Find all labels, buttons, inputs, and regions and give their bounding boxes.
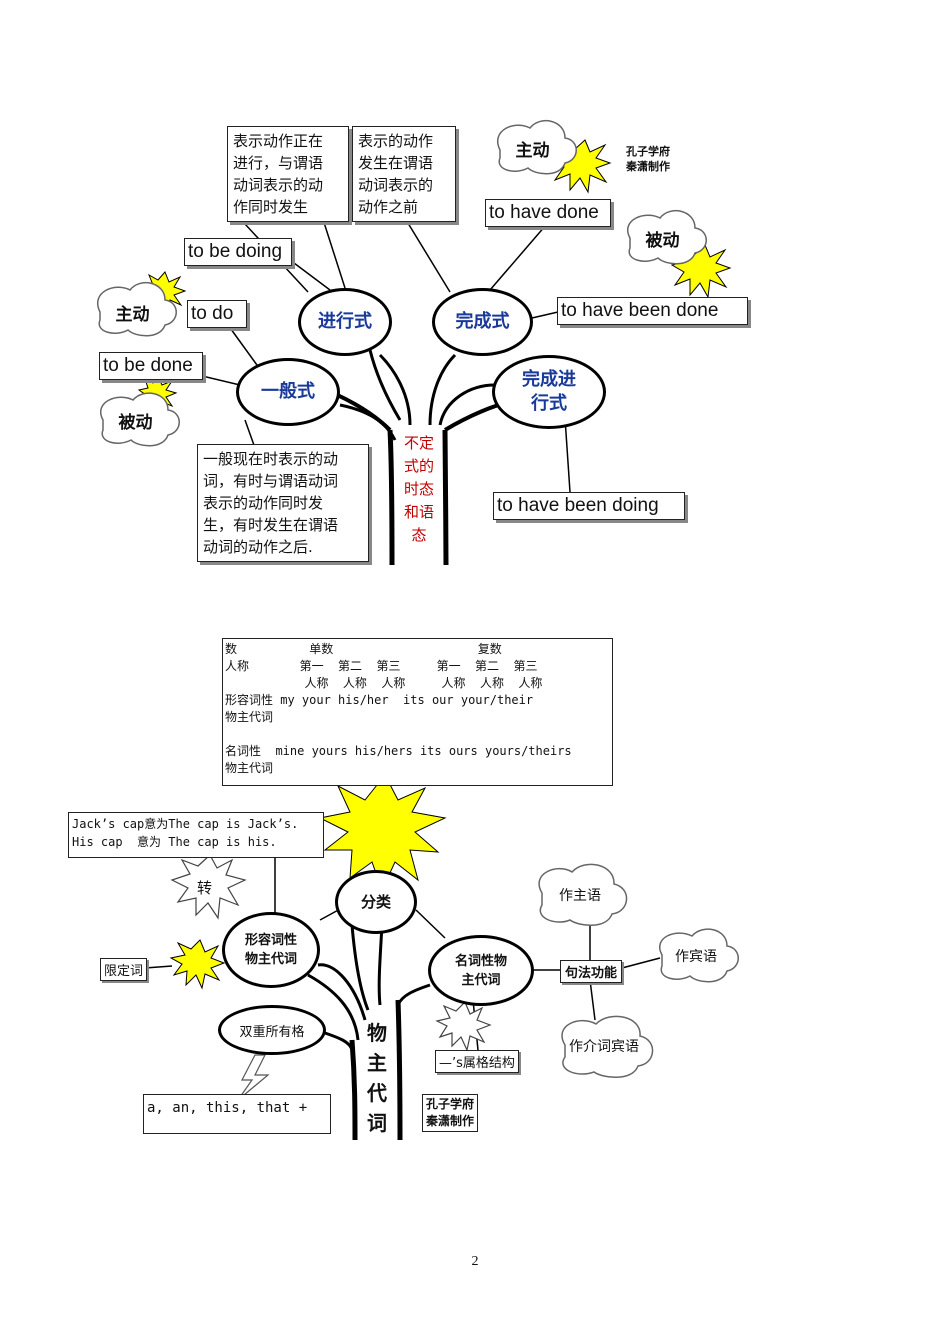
perfect-description: 表示的动作 发生在谓语 动词表示的 动作之前	[352, 126, 456, 222]
cloud	[100, 392, 180, 447]
passive-voice-label: 被动	[645, 231, 680, 251]
syntax-function-label: 句法功能	[560, 960, 623, 983]
form-to-have-been-doing: to have been doing	[493, 492, 685, 520]
category-node: 分类	[335, 870, 417, 934]
cloud	[97, 281, 177, 337]
function-object-label: 作宾语	[675, 949, 717, 965]
s-genitive-label: —’s属格结构	[435, 1050, 519, 1073]
determiner-label: 限定词	[100, 958, 148, 981]
active-voice-label: 主动	[115, 305, 150, 325]
infinitive-tree-lines	[97, 119, 732, 566]
starburst	[169, 939, 226, 990]
cloud	[538, 863, 628, 926]
form-to-have-been-done: to have been done	[557, 297, 748, 325]
passive-voice-label: 被动	[118, 413, 153, 433]
credit-label: 孔子学府 秦潇制作	[626, 145, 670, 173]
cloud	[497, 119, 577, 175]
pronoun-table: 数 单数 复数 人称 第一 第二 第三 第一 第二 第三 人称 人称 人称 人称…	[222, 638, 613, 786]
active-voice-label: 主动	[515, 141, 550, 161]
function-subject-label: 作主语	[559, 888, 601, 904]
form-to-be-done: to be done	[99, 352, 203, 380]
credit-label: 孔子学府 秦潇制作	[422, 1094, 479, 1132]
simple-description: 一般现在时表示的动 词，有时与谓语动词 表示的动作同时发 生，有时发生在谓语 动…	[197, 444, 369, 562]
perfect-node: 完成式	[432, 288, 533, 356]
cloud	[627, 209, 707, 265]
simple-node: 一般式	[236, 358, 340, 426]
progressive-node: 进行式	[298, 288, 392, 356]
lightning-icon	[237, 1054, 270, 1101]
infinitive-trunk-label: 不定 式的 时态 和语 态	[403, 434, 434, 544]
conversion-example: Jack’s cap意为The cap is Jack’s. His cap 意…	[68, 812, 324, 858]
conversion-label: 转	[197, 879, 213, 897]
pronoun-tree-lines	[144, 774, 739, 1141]
noun-pronoun-node: 名词性物 主代词	[428, 935, 534, 1006]
page-number: 2	[471, 1254, 479, 1269]
double-possessive-node: 双重所有格	[218, 1005, 326, 1055]
starburst	[170, 854, 247, 920]
form-to-do: to do	[187, 300, 247, 328]
cloud	[659, 928, 739, 983]
form-to-be-doing: to be doing	[184, 238, 292, 266]
cloud	[561, 1015, 654, 1078]
form-to-have-done: to have done	[485, 199, 611, 227]
perfect-progressive-node: 完成进 行式	[492, 355, 606, 429]
function-prep-object-label: 作介词宾语	[569, 1039, 639, 1055]
adjective-pronoun-node: 形容词性 物主代词	[222, 912, 320, 988]
progressive-description: 表示动作正在 进行，与谓语 动词表示的动 作同时发生	[227, 126, 349, 222]
pronoun-trunk-label: 物 主 代 词	[367, 1021, 387, 1135]
starburst	[435, 1000, 492, 1052]
determiner-example: a, an, this, that +	[143, 1094, 331, 1134]
